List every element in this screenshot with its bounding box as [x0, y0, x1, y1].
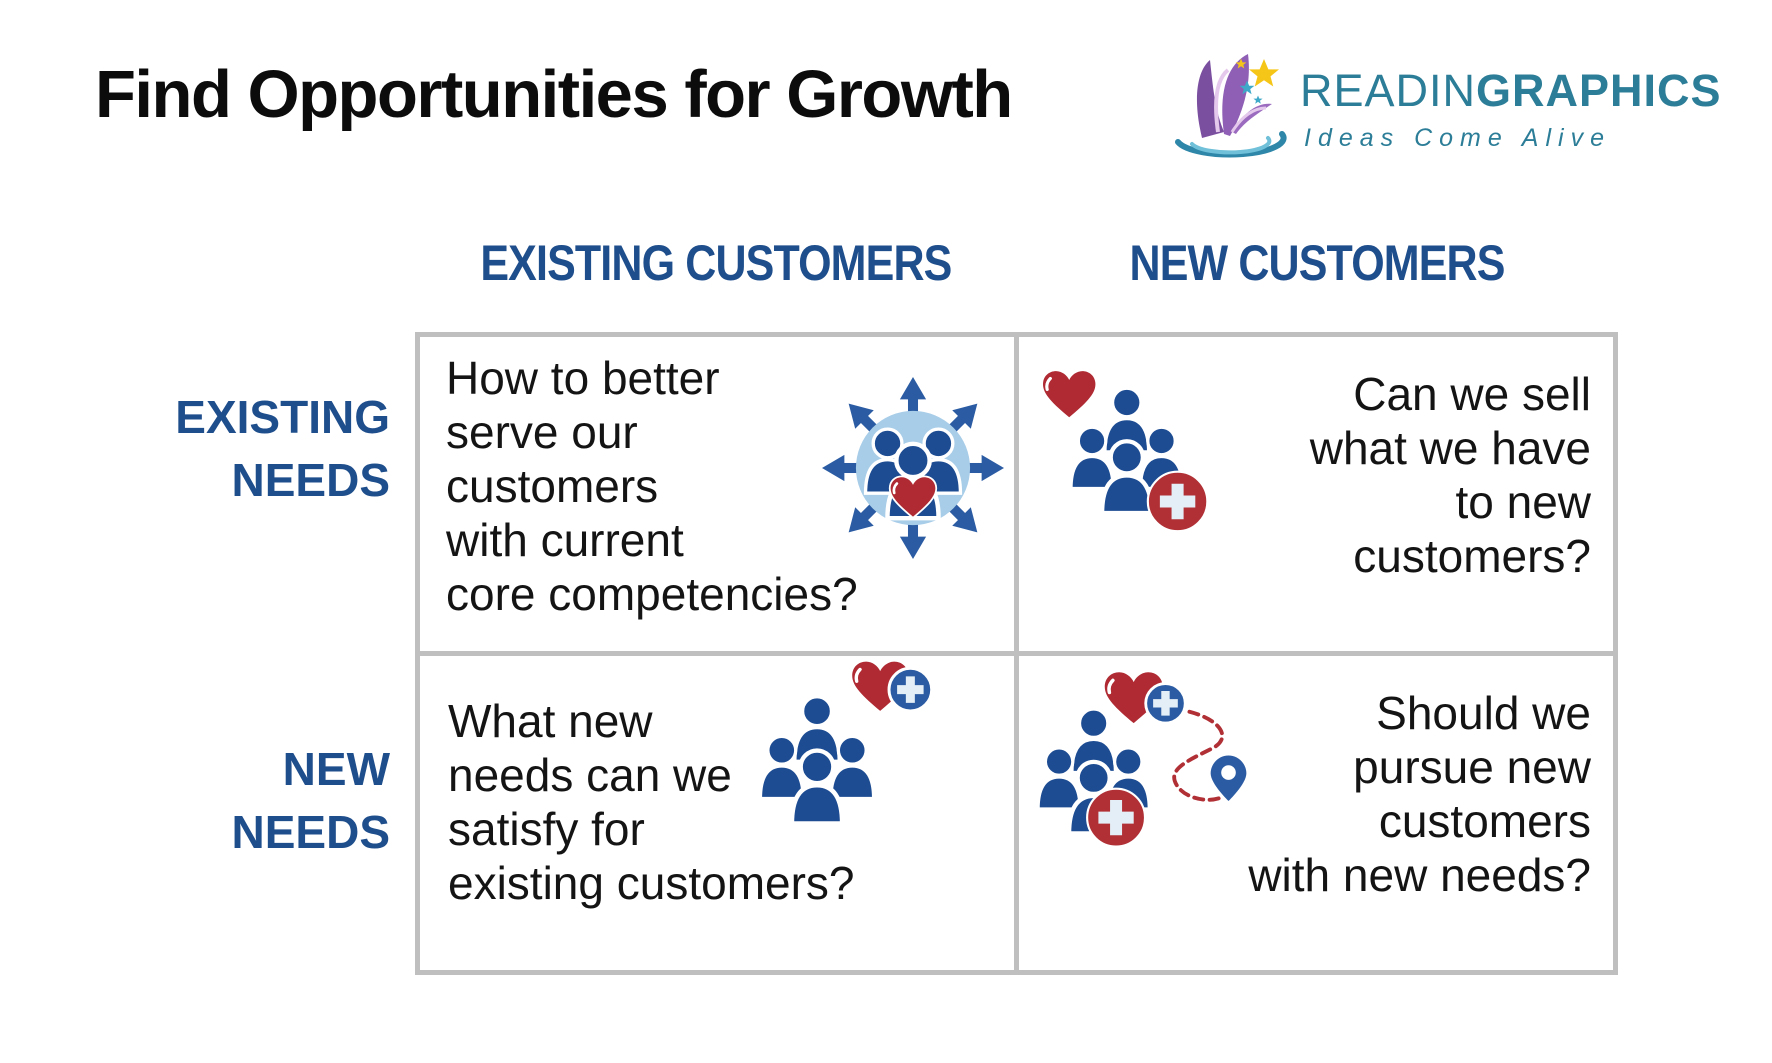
growth-matrix-grid: How to better serve our customers with c… [415, 332, 1618, 975]
matrix-column-headers: EXISTING CUSTOMERS NEW CUSTOMERS [415, 234, 1618, 292]
row-header-existing-needs: EXISTING NEEDS [175, 391, 390, 506]
quadrant-existing-customers-new-needs: What new needs can we satisfy for existi… [420, 656, 1014, 970]
star-icon [1235, 58, 1279, 87]
customer-group-journey-pin-icon [1037, 672, 1277, 856]
brand-tagline: Ideas Come Alive [1304, 124, 1611, 152]
customer-group-expand-arrows-icon [822, 377, 1004, 559]
quadrant-new-customers-new-needs: Should we pursue new customers with new … [1019, 656, 1613, 970]
brand-name: READINGRAPHICS [1300, 65, 1722, 116]
quadrant-existing-customers-existing-needs: How to better serve our customers with c… [420, 337, 1014, 651]
quadrant-new-customers-existing-needs: Can we sell what we have to new customer… [1019, 337, 1613, 651]
quadrant-question: How to better serve our customers with c… [446, 352, 858, 620]
customer-group-add-heart-icon [1043, 361, 1213, 535]
quadrant-question: Can we sell what we have to new customer… [1309, 368, 1591, 582]
journey-dashed-path [1172, 709, 1226, 802]
column-header-existing-customers: EXISTING CUSTOMERS [480, 235, 952, 291]
reading-graphics-logo: READINGRAPHICS Ideas Come Alive [1168, 48, 1722, 168]
page-title: Find Opportunities for Growth [95, 57, 1013, 132]
reading-graphics-book-logo-icon [1168, 48, 1288, 168]
location-pin-icon [1210, 755, 1247, 801]
row-header-new-needs: NEW NEEDS [231, 743, 390, 858]
customer-group-new-need-heart-plus-icon [758, 660, 942, 837]
quadrant-question: Should we pursue new customers with new … [1248, 687, 1591, 901]
column-header-new-customers: NEW CUSTOMERS [1129, 235, 1506, 291]
quadrant-question: What new needs can we satisfy for existi… [448, 695, 855, 909]
